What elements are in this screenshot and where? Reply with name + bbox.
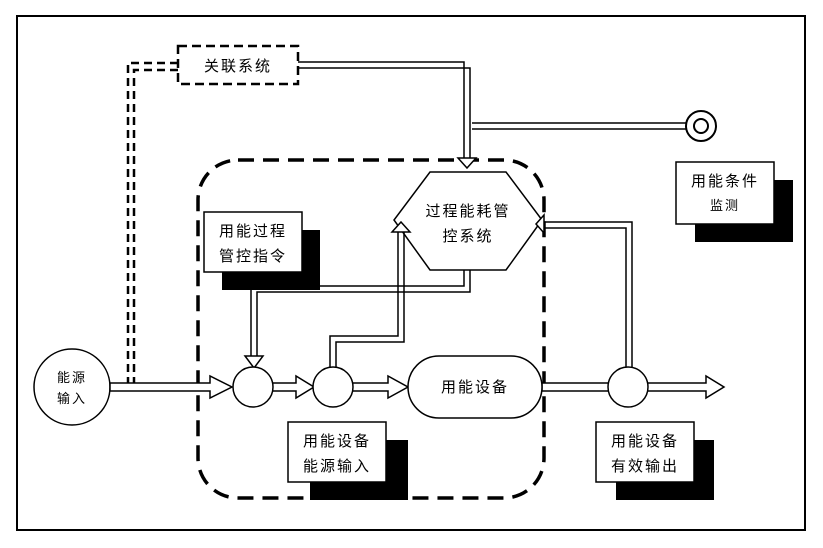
main-flow <box>109 374 726 400</box>
monitoring-sensor-link <box>472 122 686 130</box>
energy-equipment-label: 用能设备 <box>441 378 509 396</box>
energy-input-line-2: 输入 <box>57 391 87 407</box>
flow-arrow-to-equipment <box>351 374 410 400</box>
equipment-output-box <box>595 421 695 483</box>
flow-node-output <box>607 366 649 408</box>
flow-arrow-to-output <box>541 382 611 392</box>
energy-input-circle <box>33 348 111 426</box>
flow-arrow-node1-node2 <box>271 374 316 400</box>
related-system-dashed-link <box>126 61 178 383</box>
flow-arrow-output <box>645 374 726 400</box>
control-command-link <box>250 270 471 356</box>
equipment-input-line-1: 用能设备 <box>303 432 371 450</box>
condition-monitoring-line-2: 监测 <box>710 199 740 214</box>
equipment-input-box <box>287 421 387 483</box>
outer-frame <box>16 15 806 531</box>
feedback-link <box>329 232 405 370</box>
flow-node-2 <box>312 366 354 408</box>
condition-monitoring-line-1: 用能条件 <box>691 172 759 190</box>
energy-input-line-1: 能源 <box>57 371 87 386</box>
flow-node-1 <box>232 366 274 408</box>
equipment-output-line-2: 有效输出 <box>611 457 679 475</box>
output-feedback-arrowhead <box>534 213 545 235</box>
condition-monitoring-box <box>675 161 775 225</box>
related-to-control-arrowhead <box>456 157 478 170</box>
process-control-system-line-1: 过程能耗管 <box>425 202 510 220</box>
control-command-arrowhead <box>243 355 265 370</box>
process-control-system-line-2: 控系统 <box>442 227 493 245</box>
equipment-output-line-1: 用能设备 <box>611 432 679 450</box>
process-control-system-hexagon <box>393 171 543 271</box>
related-system-box <box>176 44 300 86</box>
equipment-input-line-2: 能源输入 <box>303 457 371 475</box>
energy-equipment-box <box>407 355 543 419</box>
flow-arrow-input <box>109 374 234 400</box>
related-system-label: 关联系统 <box>204 57 272 75</box>
process-commands-box <box>203 211 303 273</box>
process-commands-line-1: 用能过程 <box>219 222 287 240</box>
process-commands-line-2: 管控指令 <box>219 247 287 265</box>
related-to-control-link <box>298 61 471 162</box>
feedback-arrowhead <box>390 220 412 233</box>
sensor-inner-ring <box>693 118 709 134</box>
output-feedback-link <box>544 221 633 370</box>
